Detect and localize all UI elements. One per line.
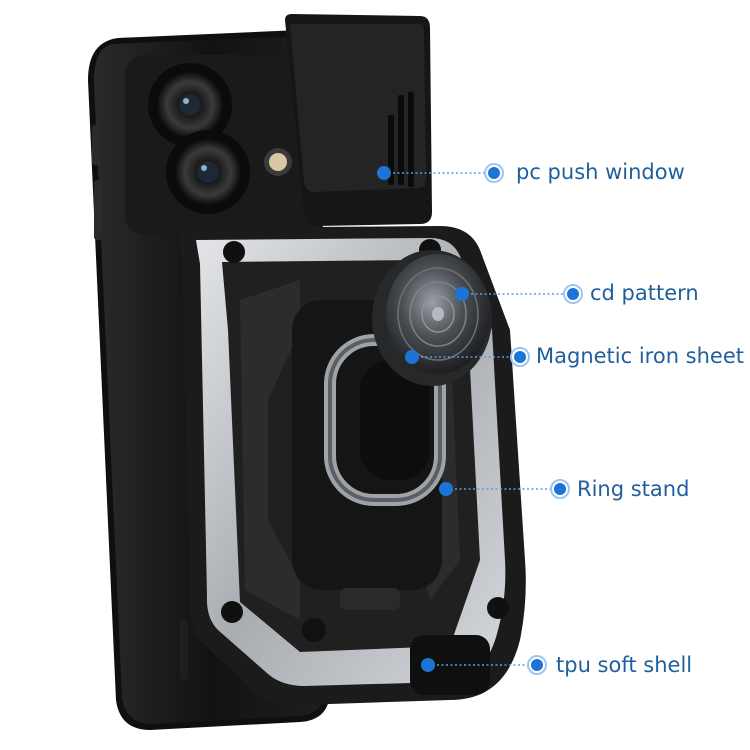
- callout-marker-pc-push-window: [377, 163, 504, 183]
- callout-marker-cd-pattern: [455, 284, 583, 304]
- camera-module: [125, 55, 315, 235]
- callout-label-magnetic-iron-sheet: Magnetic iron sheet: [536, 344, 745, 368]
- callout-label-pc-push-window: pc push window: [516, 160, 685, 184]
- callout-label-tpu-soft-shell: tpu soft shell: [556, 653, 693, 677]
- callout-label-cd-pattern: cd pattern: [590, 281, 699, 305]
- callout-label-ring-stand: Ring stand: [577, 477, 690, 501]
- push-window-slider: [285, 14, 432, 226]
- callout-marker-magnetic-iron-sheet: [405, 347, 530, 367]
- callout-marker-ring-stand: [439, 479, 570, 499]
- callout-lines: [384, 172, 573, 666]
- cd-pattern-disc: [372, 250, 492, 386]
- callout-marker-tpu-soft-shell: [421, 655, 547, 675]
